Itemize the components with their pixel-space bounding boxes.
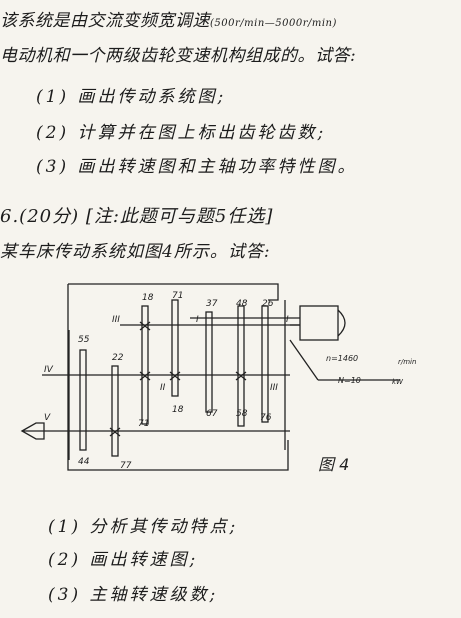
gear-22: 22 bbox=[112, 353, 124, 363]
shaft-label-III: III bbox=[270, 383, 278, 393]
gear-58: 58 bbox=[236, 409, 248, 419]
figure-caption: 图 4 bbox=[318, 455, 349, 474]
gear-48: 48 bbox=[236, 299, 248, 309]
question-item-3: (3) 画出转速图和主轴功率特性图。 bbox=[36, 157, 358, 177]
shaft-label-III-left: III bbox=[112, 315, 120, 325]
question-intro-line1: 该系统是由交流变频宽调速(500r/min—5000r/min) bbox=[0, 6, 337, 31]
motor-speed-unit: r/min bbox=[398, 358, 416, 366]
gear-44: 44 bbox=[78, 457, 90, 467]
question-6-item-2: (2) 画出转速图; bbox=[48, 550, 199, 570]
gear-18-lower: 18 bbox=[172, 405, 184, 415]
gear-67: 67 bbox=[206, 409, 218, 419]
question-6-header: 6.(20分) [注:此题可与题5任选] bbox=[0, 206, 274, 227]
gear-71-lower: 71 bbox=[138, 419, 149, 429]
intro-text: 该系统是由交流变频宽调速 bbox=[0, 11, 210, 31]
question-item-2: (2) 计算并在图上标出齿轮齿数; bbox=[36, 123, 327, 143]
question-6-item-1: (1) 分析其传动特点; bbox=[48, 517, 239, 537]
shaft-label-V: V bbox=[44, 413, 51, 423]
gear-71: 71 bbox=[172, 291, 183, 301]
motor-power: N=10 bbox=[338, 376, 361, 385]
gear-18: 18 bbox=[142, 293, 154, 303]
gear-37: 37 bbox=[206, 299, 218, 309]
question-intro-line2: 电动机和一个两级齿轮变速机构组成的。试答: bbox=[0, 46, 357, 66]
speed-range: (500r/min—5000r/min) bbox=[210, 18, 337, 29]
motor-power-unit: kW bbox=[392, 378, 404, 386]
transmission-diagram: III IV V I I II III 55 22 18 71 37 48 26… bbox=[20, 283, 416, 474]
gear-76: 76 bbox=[260, 413, 272, 423]
motor-speed: n=1460 bbox=[326, 354, 358, 363]
shaft-label-I: I bbox=[196, 315, 199, 325]
shaft-label-I-right: I bbox=[286, 315, 289, 325]
gear-55: 55 bbox=[78, 335, 90, 345]
question-item-1: (1) 画出传动系统图; bbox=[36, 87, 227, 107]
question-6-intro: 某车床传动系统如图4所示。试答: bbox=[0, 242, 271, 262]
shaft-label-II: II bbox=[160, 383, 166, 393]
gear-26: 26 bbox=[262, 299, 274, 309]
question-6-item-3: (3) 主轴转速级数; bbox=[48, 585, 219, 605]
shaft-label-IV: IV bbox=[44, 365, 54, 375]
gear-77: 77 bbox=[120, 461, 132, 471]
